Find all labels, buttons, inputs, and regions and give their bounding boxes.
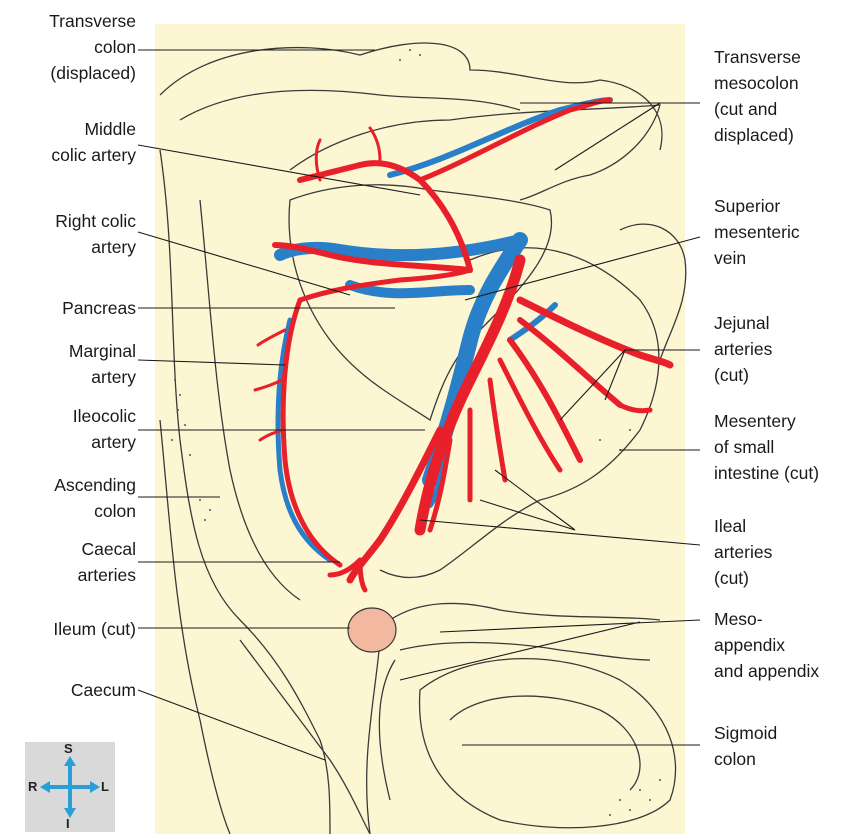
- label-mesentery-small-intestine: Mesentery of small intestine (cut): [714, 408, 842, 486]
- label-ascending-colon: Ascending colon: [2, 472, 136, 524]
- label-transverse-colon: Transverse colon (displaced): [2, 8, 136, 86]
- label-mesoappendix: Meso- appendix and appendix: [714, 606, 842, 684]
- label-transverse-mesocolon: Transverse mesocolon (cut and displaced): [714, 44, 842, 148]
- label-right-colic-artery: Right colic artery: [2, 208, 136, 260]
- label-sigmoid-colon: Sigmoid colon: [714, 720, 842, 772]
- label-ileal-arteries: Ileal arteries (cut): [714, 513, 842, 591]
- compass-right: R: [28, 779, 37, 794]
- ileum-cut-section: [348, 608, 396, 652]
- label-ileocolic-artery: Ileocolic artery: [2, 403, 136, 455]
- compass-inferior: I: [66, 816, 70, 831]
- label-caecum: Caecum: [2, 677, 136, 703]
- compass-superior: S: [64, 741, 73, 756]
- label-superior-mesenteric-vein: Superior mesenteric vein: [714, 193, 842, 271]
- label-jejunal-arteries: Jejunal arteries (cut): [714, 310, 842, 388]
- label-caecal-arteries: Caecal arteries: [2, 536, 136, 588]
- label-pancreas: Pancreas: [2, 295, 136, 321]
- compass-left: L: [101, 779, 109, 794]
- label-marginal-artery: Marginal artery: [2, 338, 136, 390]
- label-ileum: Ileum (cut): [2, 616, 136, 642]
- label-middle-colic-artery: Middle colic artery: [2, 116, 136, 168]
